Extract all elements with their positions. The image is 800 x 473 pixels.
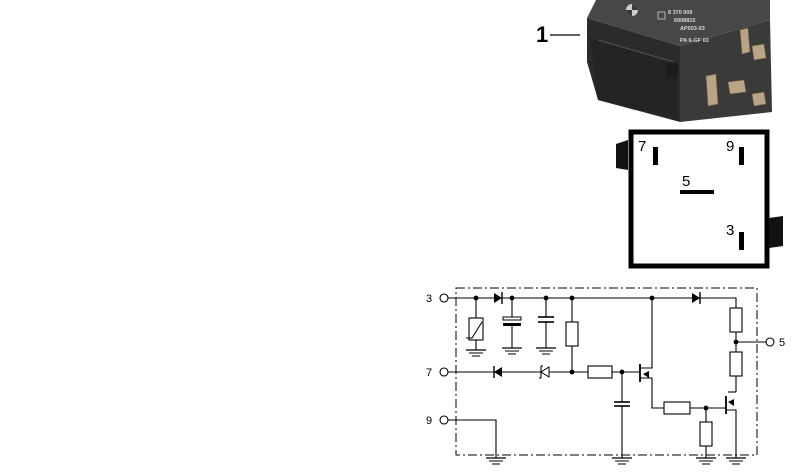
terminal-3-node	[439, 293, 449, 303]
resistor-icon	[663, 401, 691, 415]
zener-diode-icon	[540, 366, 550, 378]
brand-logo-icon	[626, 4, 638, 16]
terminal-9-label: 9	[426, 415, 432, 427]
resistor-icon	[729, 351, 743, 377]
terminal-7-label: 7	[426, 367, 432, 379]
approval-mark-icon	[657, 11, 666, 20]
terminal-7-node	[439, 367, 449, 377]
ground-icon	[486, 457, 506, 465]
pin-7-label: 7	[638, 138, 646, 155]
transistor-1-icon	[639, 298, 664, 409]
diode-top-icon	[692, 293, 700, 303]
ground-icon	[612, 457, 632, 465]
pin-3-label: 3	[726, 222, 734, 239]
pin-5-mark	[680, 190, 714, 194]
pin-5-label: 5	[682, 173, 690, 190]
callout-number: 1	[536, 22, 548, 47]
resistor-icon	[699, 421, 713, 447]
terminal-5-label: 5	[779, 337, 785, 349]
resistor-icon	[587, 365, 613, 379]
relay-label-line-3: AP003-03	[680, 26, 705, 32]
circuit-schematic: 3 7 9 5	[426, 287, 785, 465]
varistor-icon	[468, 317, 484, 341]
module-enclosure	[455, 287, 758, 456]
ground-icon	[502, 347, 522, 355]
callout-1: 1	[536, 22, 580, 47]
relay-label-line-4: PA 6-GF 03	[680, 38, 709, 44]
relay-label-line-1: 8 370 009	[668, 10, 692, 16]
resistor-icon	[729, 307, 743, 333]
ground-icon	[536, 347, 556, 355]
ground-icon	[696, 457, 716, 465]
socket-tab-left	[616, 140, 628, 170]
diode-input-icon	[494, 293, 502, 303]
electrolytic-capacitor-icon	[502, 316, 522, 321]
terminal-9-node	[439, 415, 449, 425]
pin-9-label: 9	[726, 138, 734, 155]
pin-7-mark	[653, 147, 658, 165]
ground-icon	[726, 457, 746, 465]
terminal-5-node	[765, 337, 775, 347]
transistor-2-icon	[725, 391, 737, 458]
terminal-3-label: 3	[426, 293, 432, 305]
resistor-icon	[565, 321, 579, 347]
pin-3-mark	[739, 232, 744, 250]
socket-outline	[628, 129, 770, 269]
relay-label-line-2: 6908815	[674, 18, 695, 24]
socket-tab-right	[769, 216, 783, 248]
ground-icon	[466, 349, 486, 357]
pin-9-mark	[739, 147, 744, 165]
socket-pin-layout: 7 9 5 3	[616, 129, 783, 269]
relay-pins	[705, 27, 767, 107]
diode-7-icon	[494, 367, 502, 377]
relay-photo: 8 370 009 6908815 AP003-03 PA 6-GF 03	[587, 0, 772, 122]
